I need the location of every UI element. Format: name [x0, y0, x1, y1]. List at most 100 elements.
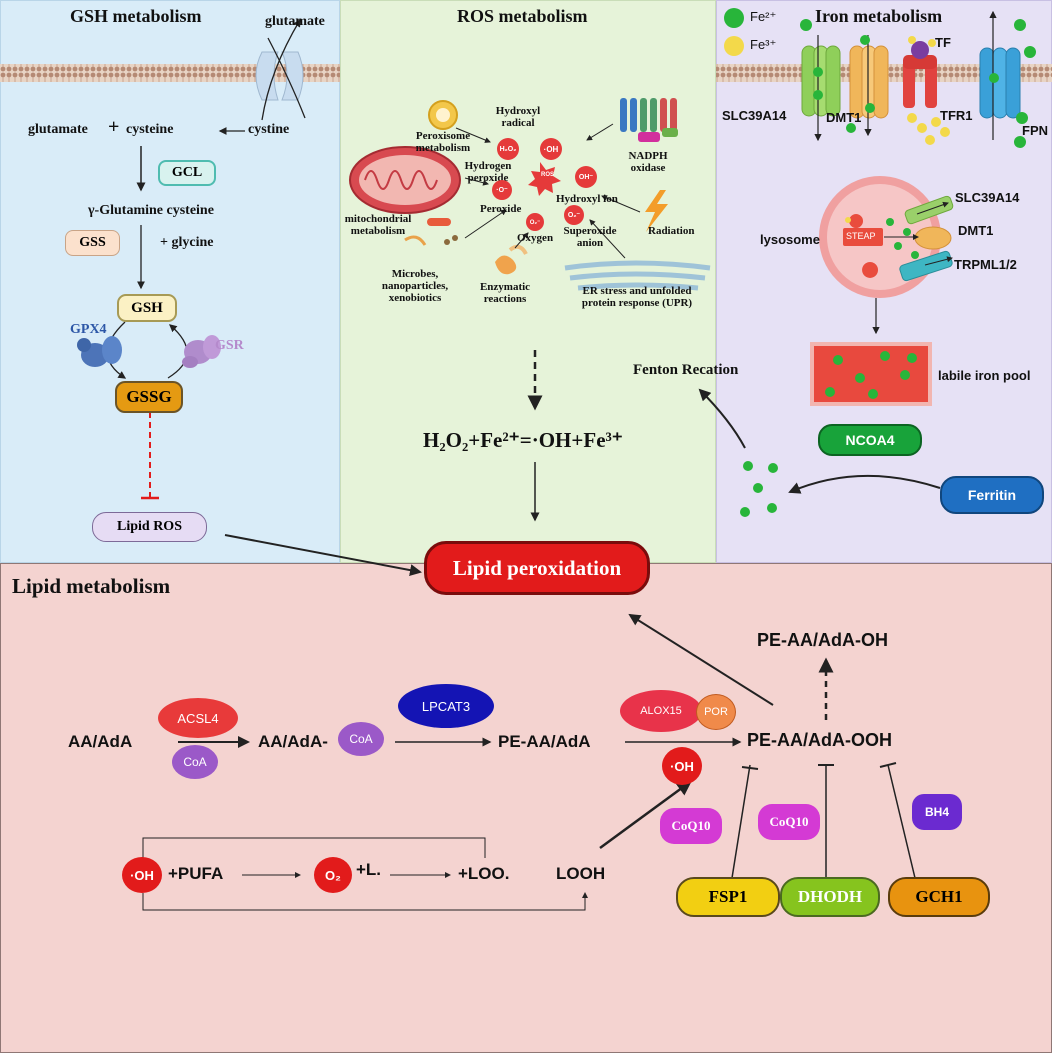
gpx4-enzyme-icon	[77, 336, 122, 367]
enzymatic-label: Enzymatic reactions	[479, 281, 531, 305]
coq10-bubble-a: CoQ10	[660, 808, 722, 844]
por-enzyme: POR	[696, 694, 736, 730]
trpml-label: TRPML1/2	[954, 257, 1017, 272]
ferritin-node: Ferritin	[940, 476, 1044, 514]
slc39a14-transporter-icon	[801, 45, 841, 117]
coq10-bubble-b: CoQ10	[758, 804, 820, 840]
fe2-legend-dot	[724, 8, 744, 28]
gpx4-label: GPX4	[70, 322, 107, 337]
peroxisome-label: Peroxisome metabolism	[415, 130, 471, 154]
gssg-node: GSSG	[115, 381, 183, 413]
tfr1-label: TFR1	[940, 108, 973, 123]
tfr1-receptor-icon	[903, 41, 937, 108]
er-stress-icon	[564, 260, 711, 291]
oh-cycle-bubble: ·OH	[122, 857, 162, 893]
er-stress-label: ER stress and unfolded protein response …	[581, 285, 693, 309]
glutamate-top-label: glutamate	[265, 14, 325, 29]
alox15-enzyme: ALOX15	[620, 690, 702, 732]
steap-label: STEAP	[846, 231, 876, 241]
pufa-label: +PUFA	[168, 864, 224, 883]
ros-burst-label: ROS	[541, 172, 555, 178]
dmt1-lys-label: DMT1	[958, 223, 994, 238]
fpn-label: FPN	[1022, 123, 1048, 138]
oxygen-label: Oxygen	[517, 232, 554, 244]
fe3-legend-label: Fe³⁺	[750, 37, 777, 52]
microbes-icon	[404, 218, 458, 246]
tf-label: TF	[935, 35, 951, 50]
glycine-label: + glycine	[160, 235, 214, 250]
cysteine-label: cysteine	[126, 122, 174, 137]
ros-burst-icon	[528, 162, 561, 196]
nadph-oxidase-label: NADPH oxidase	[628, 150, 668, 174]
radiation-label: Radiation	[648, 225, 695, 237]
pe-aa-ada-label: PE-AA/AdA	[498, 732, 591, 751]
cystine-label: cystine	[248, 122, 290, 137]
mitochondrial-label: mitochondrial metabolism	[344, 213, 412, 237]
xc-transporter-icon	[255, 51, 304, 101]
fe3-legend-dot	[724, 36, 744, 56]
slc39a14-top-label: SLC39A14	[722, 108, 787, 123]
lightning-icon	[645, 190, 668, 232]
fenton-equation: H₂O₂+Fe²⁺=·OH+Fe³⁺	[423, 428, 623, 452]
looh-label: LOOH	[556, 864, 606, 883]
pe-aa-oh-label: PE-AA/AdA-OH	[757, 630, 888, 650]
hydroxyl-oh-icon: ·OH	[540, 138, 562, 160]
microbes-label: Microbes, nanoparticles, xenobiotics	[381, 268, 449, 304]
peroxide-label: Peroxide	[480, 203, 522, 215]
gsr-label: GSR	[215, 338, 244, 353]
loo-radical-label: +LOO.	[458, 864, 510, 883]
oh-radical-bubble: ·OH	[662, 747, 702, 785]
plus-sign: +	[108, 116, 120, 138]
gss-enzyme: GSS	[65, 230, 120, 256]
lipid-title: Lipid metabolism	[12, 574, 171, 598]
l-radical-label: +L.	[356, 860, 382, 879]
mitochondrion-icon	[349, 146, 461, 214]
gsh-panel	[0, 0, 340, 563]
aa-ada-coa-label: AA/AdA-	[258, 732, 328, 751]
coa-attached-bubble: CoA	[338, 722, 384, 756]
dmt1-transporter-icon	[849, 45, 889, 119]
gamma-glutamine-label: γ-Glutamine cysteine	[88, 203, 214, 218]
lpcat3-enzyme: LPCAT3	[398, 684, 494, 728]
superoxide-label: Superoxide anion	[563, 225, 617, 249]
glutamate-label: glutamate	[28, 122, 88, 137]
dhodh-node: DHODH	[780, 877, 880, 917]
fe2-legend-label: Fe²⁺	[750, 9, 777, 24]
fpn-transporter-icon	[979, 47, 1021, 119]
iron-title: Iron metabolism	[815, 6, 943, 26]
fsp1-node: FSP1	[676, 877, 780, 917]
pe-aa-ooh-label: PE-AA/AdA-OOH	[747, 730, 892, 750]
acsl4-enzyme: ACSL4	[158, 698, 238, 738]
hydroxyl-ion-label: Hydroxyl ion	[556, 193, 618, 205]
ncoa4-node: NCOA4	[818, 424, 922, 456]
lipid-panel	[0, 563, 1052, 1053]
h2o2-icon: H₂O₂	[497, 138, 519, 160]
gcl-enzyme: GCL	[158, 160, 216, 186]
bh4-bubble: BH4	[912, 794, 962, 830]
hydroxyl-radical-label: Hydroxyl radical	[495, 105, 541, 129]
aa-ada-label: AA/AdA	[68, 732, 133, 751]
dmt1-top-label: DMT1	[826, 110, 862, 125]
gch1-node: GCH1	[888, 877, 990, 917]
slc39a14-lys-label: SLC39A14	[955, 190, 1020, 205]
gsh-node: GSH	[117, 294, 177, 322]
ros-title: ROS metabolism	[457, 6, 588, 26]
gsr-enzyme-icon	[182, 335, 221, 368]
fenton-reaction-label: Fenton Recation	[633, 362, 739, 378]
nadph-oxidase-icon	[620, 98, 678, 142]
labile-iron-pool-label: labile iron pool	[938, 368, 1031, 383]
peroxisome-icon	[428, 100, 458, 130]
enzyme-icon	[495, 244, 528, 275]
hydrogen-peroxide-label: Hydrogen peroxide	[464, 160, 512, 184]
o2-cycle-bubble: O₂	[314, 857, 352, 893]
lipid-peroxidation-node: Lipid peroxidation	[424, 541, 650, 595]
gsh-title: GSH metabolism	[70, 6, 202, 26]
ros-panel	[340, 0, 716, 563]
lysosome-label: lysosome	[760, 232, 820, 247]
membrane-gsh	[0, 64, 340, 82]
hydroxyl-ion-icon: OH⁻	[575, 166, 597, 188]
peroxide-o-icon: ·O⁻	[492, 180, 512, 200]
superoxide-icon: O₂⁻	[564, 205, 584, 225]
